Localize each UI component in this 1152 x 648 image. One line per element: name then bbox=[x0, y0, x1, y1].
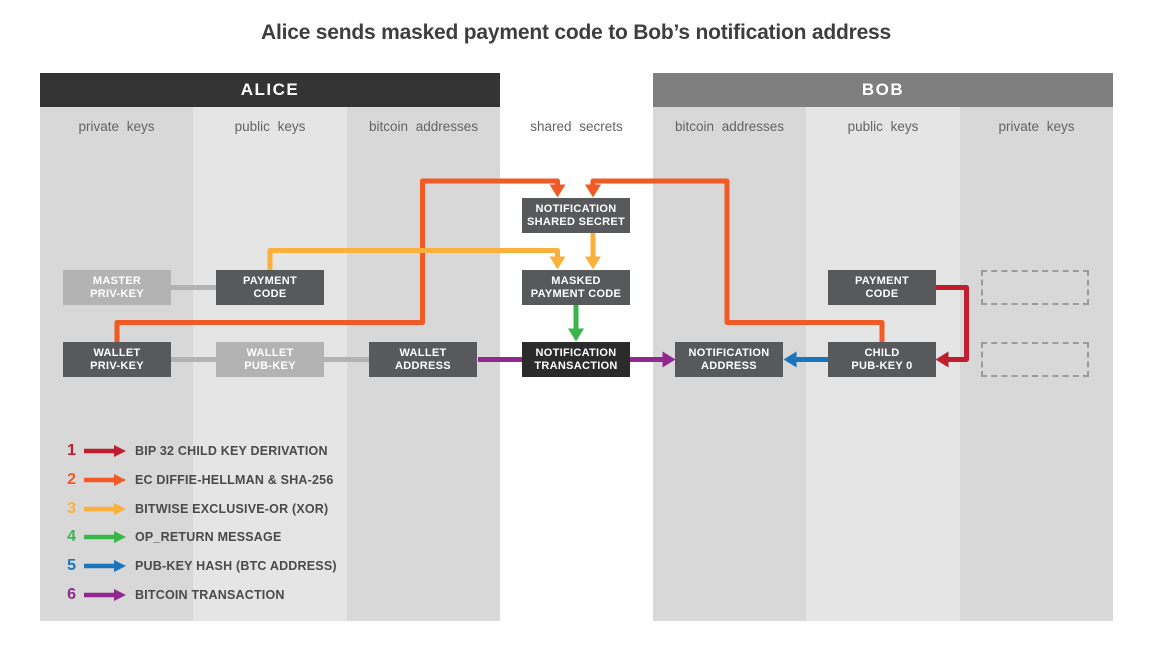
box-child-pub-key-0-line1: CHILD bbox=[864, 346, 900, 359]
arrowhead-ecdh-bob bbox=[585, 184, 601, 198]
arrowhead-bip32-derivation bbox=[935, 351, 949, 368]
arrowhead-op-return bbox=[568, 328, 584, 342]
legend-label-6: BITCOIN TRANSACTION bbox=[135, 588, 285, 602]
box-master-priv-key-line2: PRIV-KEY bbox=[90, 287, 144, 300]
page-title: Alice sends masked payment code to Bob’s… bbox=[260, 21, 892, 44]
box-bob-payment-code-line1: PAYMENT bbox=[854, 274, 910, 287]
box-alice-payment-code-line2: CODE bbox=[253, 287, 287, 300]
legend-arrow-head-5 bbox=[114, 560, 126, 572]
alice-column-label-bitcoin-addresses: bitcoin addresses bbox=[368, 119, 479, 134]
box-wallet-address-line1: WALLET bbox=[399, 346, 447, 359]
legend-arrow-icon-1 bbox=[84, 445, 126, 457]
box-alice-payment-code: PAYMENT CODE bbox=[216, 270, 324, 305]
alice-header: ALICE bbox=[40, 73, 500, 107]
box-child-pub-key-0: CHILD PUB-KEY 0 bbox=[828, 342, 936, 377]
edge-ecdh-alice bbox=[114, 178, 560, 342]
box-master-priv-key: MASTER PRIV-KEY bbox=[63, 270, 171, 305]
legend-arrow-icon-2 bbox=[84, 474, 126, 486]
legend-item-bip32: 1 BIP 32 CHILD KEY DERIVATION bbox=[58, 442, 328, 460]
legend-label-2: EC DIFFIE-HELLMAN & SHA-256 bbox=[135, 473, 334, 487]
box-wallet-pub-key-line2: PUB-KEY bbox=[244, 359, 296, 372]
box-wallet-address: WALLET ADDRESS bbox=[369, 342, 477, 377]
box-notification-transaction: NOTIFICATION TRANSACTION bbox=[522, 342, 630, 377]
box-bob-private-key-placeholder-1 bbox=[981, 270, 1089, 305]
legend-item-pubkey-hash: 5 PUB-KEY HASH (BTC ADDRESS) bbox=[58, 557, 337, 575]
legend-arrow-head-6 bbox=[114, 589, 126, 601]
box-wallet-priv-key: WALLET PRIV-KEY bbox=[63, 342, 171, 377]
legend-number-3: 3 bbox=[67, 500, 76, 517]
legend-item-ecdh: 2 EC DIFFIE-HELLMAN & SHA-256 bbox=[58, 471, 333, 489]
legend-label-4: OP_RETURN MESSAGE bbox=[135, 530, 282, 544]
box-notification-address: NOTIFICATION ADDRESS bbox=[675, 342, 783, 377]
box-masked-payment-code-line2: PAYMENT CODE bbox=[530, 287, 622, 300]
box-bob-private-key-placeholder-2 bbox=[981, 342, 1089, 377]
arrowhead-xor-shared-secret bbox=[585, 256, 601, 270]
box-masked-payment-code-line1: MASKED bbox=[551, 274, 601, 287]
edge-bip32-derivation bbox=[935, 285, 969, 362]
box-notification-transaction-line1: NOTIFICATION bbox=[535, 346, 617, 359]
box-notification-address-line1: NOTIFICATION bbox=[688, 346, 770, 359]
arrowhead-xor-payment-code bbox=[549, 256, 566, 270]
bob-column-label-public-keys: public keys bbox=[847, 119, 919, 134]
box-notification-shared-secret: NOTIFICATION SHARED SECRET bbox=[522, 198, 630, 233]
legend-arrow-icon-6 bbox=[84, 589, 126, 601]
legend-number-5: 5 bbox=[67, 557, 76, 574]
legend-arrow-icon-5 bbox=[84, 560, 126, 572]
legend-label-3: BITWISE EXCLUSIVE-OR (XOR) bbox=[135, 502, 329, 516]
legend-arrow-head-1 bbox=[114, 445, 126, 457]
legend-arrow-icon-3 bbox=[84, 503, 126, 515]
box-wallet-priv-key-line2: PRIV-KEY bbox=[90, 359, 144, 372]
edge-ecdh-bob bbox=[590, 178, 885, 342]
legend-number-4: 4 bbox=[67, 528, 76, 545]
legend-item-bitcoin-tx: 6 BITCOIN TRANSACTION bbox=[58, 586, 285, 604]
box-notification-transaction-line2: TRANSACTION bbox=[534, 359, 618, 372]
legend-item-xor: 3 BITWISE EXCLUSIVE-OR (XOR) bbox=[58, 500, 328, 518]
box-wallet-pub-key-line1: WALLET bbox=[246, 346, 294, 359]
legend-arrow-icon-4 bbox=[84, 531, 126, 543]
box-master-priv-key-line1: MASTER bbox=[92, 274, 142, 287]
box-masked-payment-code: MASKED PAYMENT CODE bbox=[522, 270, 630, 305]
legend-label-5: PUB-KEY HASH (BTC ADDRESS) bbox=[135, 559, 337, 573]
box-wallet-priv-key-line1: WALLET bbox=[93, 346, 141, 359]
edge-xor-payment-code bbox=[267, 248, 560, 270]
legend-number-1: 1 bbox=[67, 442, 76, 459]
alice-column-label-private-keys: private keys bbox=[78, 119, 155, 134]
bob-column-label-private-keys: private keys bbox=[998, 119, 1075, 134]
bob-column-label-bitcoin-addresses: bitcoin addresses bbox=[674, 119, 785, 134]
box-bob-payment-code: PAYMENT CODE bbox=[828, 270, 936, 305]
legend-arrow-head-2 bbox=[114, 474, 126, 486]
arrowhead-ecdh-alice bbox=[549, 184, 566, 198]
bob-header: BOB bbox=[653, 73, 1113, 107]
arrowhead-pubkey-hash bbox=[783, 351, 797, 368]
box-notification-shared-secret-line2: SHARED SECRET bbox=[526, 215, 626, 228]
legend-number-2: 2 bbox=[67, 471, 76, 488]
arrowhead-bitcoin-tx bbox=[662, 351, 676, 368]
box-notification-address-line2: ADDRESS bbox=[701, 359, 757, 372]
box-notification-shared-secret-line1: NOTIFICATION bbox=[535, 202, 617, 215]
legend-item-op-return: 4 OP_RETURN MESSAGE bbox=[58, 528, 281, 546]
column-label-shared-secrets: shared secrets bbox=[530, 119, 623, 134]
alice-column-label-public-keys: public keys bbox=[234, 119, 306, 134]
box-wallet-pub-key: WALLET PUB-KEY bbox=[216, 342, 324, 377]
legend-arrow-head-4 bbox=[114, 531, 126, 543]
legend-label-1: BIP 32 CHILD KEY DERIVATION bbox=[135, 444, 328, 458]
box-alice-payment-code-line1: PAYMENT bbox=[242, 274, 298, 287]
box-child-pub-key-0-line2: PUB-KEY 0 bbox=[851, 359, 913, 372]
legend-arrow-head-3 bbox=[114, 503, 126, 515]
box-bob-payment-code-line2: CODE bbox=[865, 287, 899, 300]
legend-number-6: 6 bbox=[67, 586, 76, 603]
box-wallet-address-line2: ADDRESS bbox=[395, 359, 451, 372]
